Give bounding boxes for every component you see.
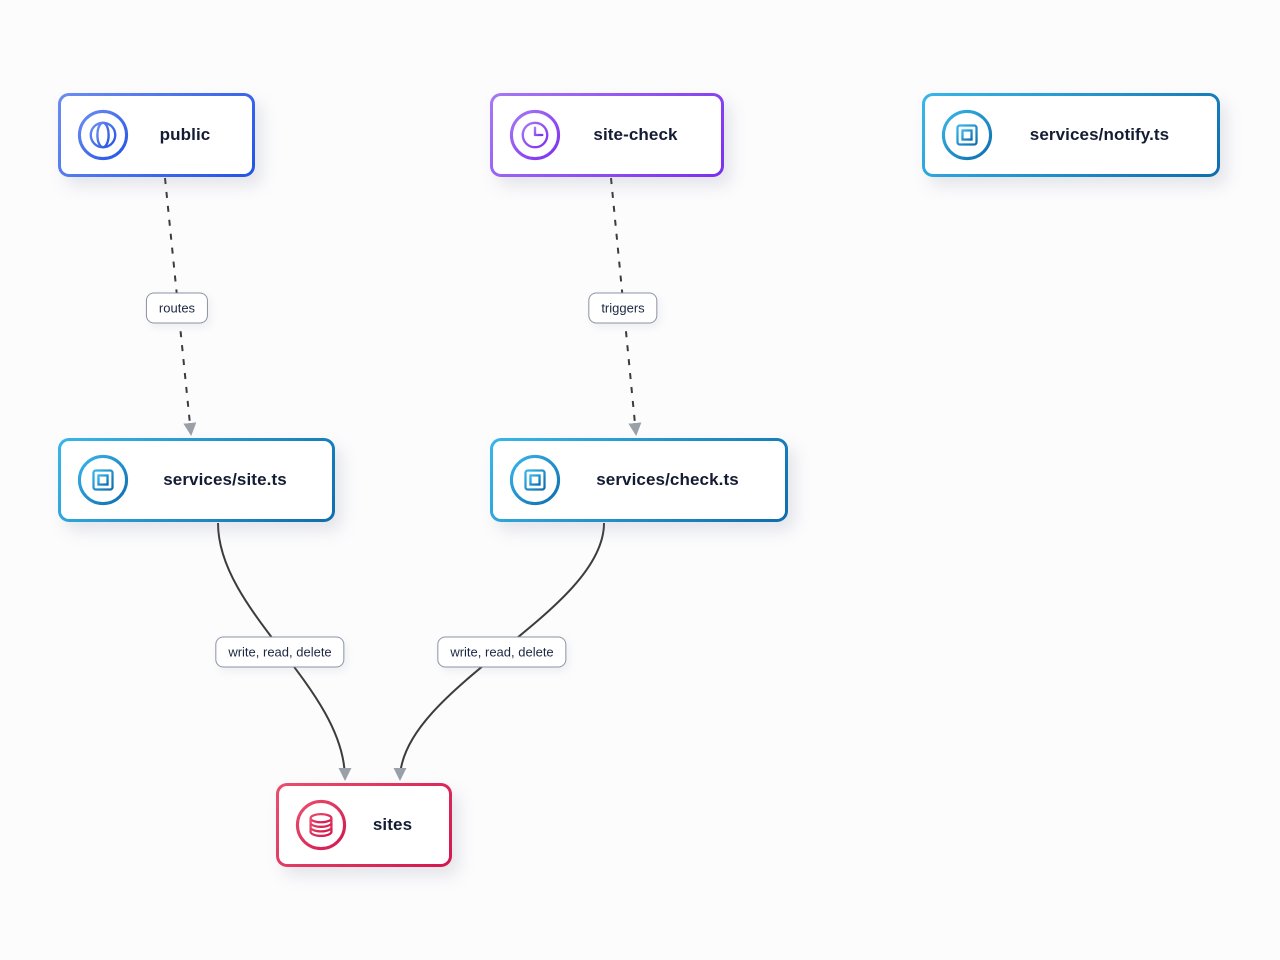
node-site-check[interactable]: site-check: [490, 93, 724, 177]
chip-icon: [74, 451, 132, 509]
edge-label-write-read-delete-site: write, read, delete: [215, 636, 345, 668]
node-services-notify[interactable]: services/notify.ts: [922, 93, 1220, 177]
node-sites[interactable]: sites: [276, 783, 452, 867]
node-label-services-site: services/site.ts: [163, 470, 287, 489]
edge-label-routes: routes: [145, 292, 209, 324]
node-services-site[interactable]: services/site.ts: [58, 438, 335, 522]
edge-label-write-read-delete-check: write, read, delete: [437, 636, 567, 668]
node-label-sites: sites: [372, 815, 413, 834]
node-label-services-check: services/check.ts: [596, 470, 739, 489]
edge-label-triggers: triggers: [588, 292, 658, 324]
node-label-public: public: [159, 125, 211, 144]
node-public[interactable]: public: [58, 93, 255, 177]
node-label-site-check: site-check: [593, 125, 678, 144]
globe-icon: [74, 106, 132, 164]
node-label-services-notify: services/notify.ts: [1029, 125, 1170, 144]
chip-icon: [506, 451, 564, 509]
database-icon: [292, 796, 350, 854]
node-services-check[interactable]: services/check.ts: [490, 438, 788, 522]
clock-icon: [506, 106, 564, 164]
chip-icon: [938, 106, 996, 164]
